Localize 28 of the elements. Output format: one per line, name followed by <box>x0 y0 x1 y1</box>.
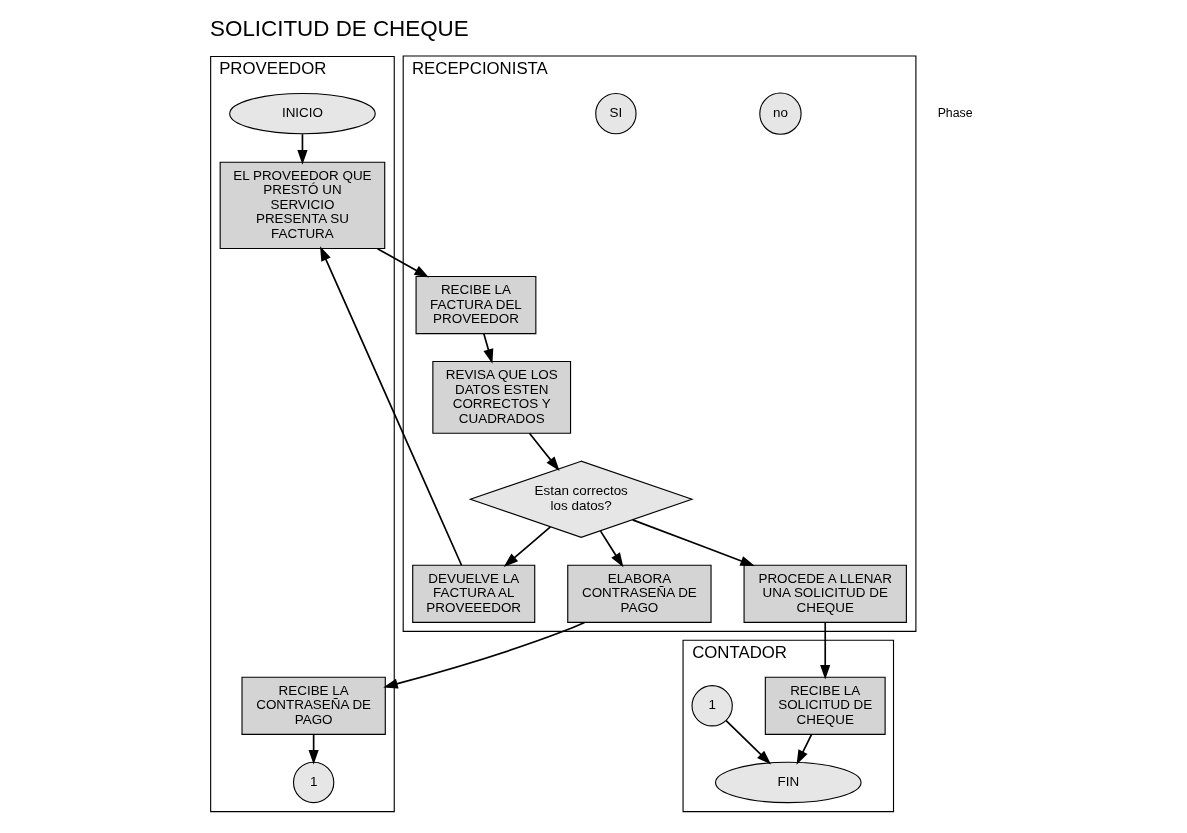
node-circle: 1 <box>691 684 733 726</box>
arrow <box>376 247 429 278</box>
arrow <box>320 245 463 566</box>
arrow <box>599 529 624 567</box>
arrow <box>483 332 494 364</box>
node-box: REVISA QUE LOS DATOS ESTEN CORRECTOS Y CUADRADOS <box>432 360 572 434</box>
node-box: RECIBE LA SOLICITUD DE CHEQUE <box>764 676 886 735</box>
arrow <box>820 621 831 680</box>
arrow <box>796 733 813 765</box>
arrow <box>503 525 552 567</box>
node-box: RECIBE LA FACTURA DEL PROVEEDOR <box>415 275 537 334</box>
label: Phase <box>937 105 973 120</box>
arrow <box>528 432 560 471</box>
node-circle: SI <box>595 92 637 134</box>
node-box: EL PROVEEDOR QUE PRESTÓ UN SERVICIO PRESENTA SU FACTURA <box>219 161 386 249</box>
node-box: DEVUELVE LA FACTURA AL PROVEEEDOR <box>412 564 536 623</box>
node-diamond: Estan correctos los datos? <box>468 460 694 538</box>
node-circle: 1 <box>292 761 335 803</box>
node-circle: no <box>759 91 802 135</box>
node-box: PROCEDE A LLENAR UNA SOLICITUD DE CHEQUE <box>743 564 907 623</box>
node-ellipse: INICIO <box>229 92 376 134</box>
diagram-title: SOLICITUD DE CHEQUE <box>210 15 469 41</box>
arrow <box>383 621 586 689</box>
arrow <box>631 518 755 566</box>
node-ellipse: FIN <box>714 761 862 803</box>
arrow <box>725 719 772 764</box>
node-box: RECIBE LA CONTRASEÑA DE PAGO <box>241 676 386 735</box>
node-box: ELABORA CONTRASEÑA DE PAGO <box>567 564 712 623</box>
